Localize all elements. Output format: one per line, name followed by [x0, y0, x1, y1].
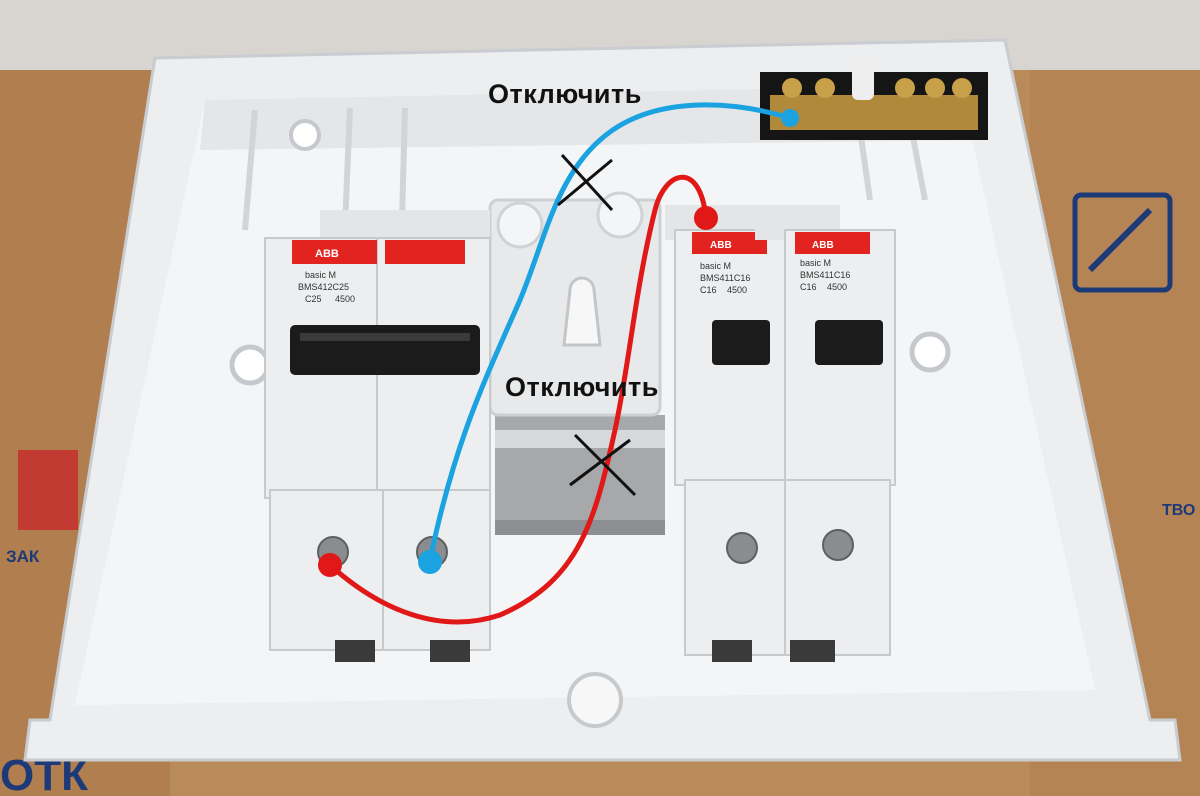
blue-wire-end-top [781, 109, 799, 127]
knockout-bottom [567, 672, 623, 728]
blue-wire-end-bottom [418, 550, 442, 574]
knockout-left [496, 201, 544, 249]
breaker-right-1: ABB basic M BMS411C16 C16 4500 [665, 205, 791, 662]
breaker-right-2-brand: ABB [812, 240, 834, 251]
breaker-left-series: basic M [305, 270, 336, 280]
box-print-pictogram [1072, 192, 1173, 293]
mounting-hole-right [909, 331, 951, 373]
breaker-left-model: BMS412C25 [298, 282, 349, 292]
breaker-left-brand: ABB [315, 248, 339, 260]
breaker-right-2-toggle[interactable] [815, 320, 883, 365]
cross-mark-top [557, 153, 614, 212]
cross-mark-middle [569, 433, 637, 497]
breaker-right-2-model: BMS411C16 [800, 270, 850, 280]
breaker-left: ABB basic M BMS412C25 C25 4500 [264, 210, 491, 662]
breaker-right-1-capacity: 4500 [727, 285, 747, 295]
breaker-right-1-model: BMS411C16 [700, 273, 750, 283]
breaker-right-1-brand: ABB [710, 240, 732, 251]
breaker-left-capacity: 4500 [335, 294, 355, 304]
breaker-right-1-toggle[interactable] [712, 320, 770, 365]
box-print-left: ЗАК [6, 547, 40, 566]
breaker-right-2-rating: C16 [800, 282, 817, 292]
din-rail-bottom [495, 520, 665, 535]
breaker-left-rating: C25 [305, 294, 322, 304]
knockout-right [596, 191, 644, 239]
mounting-hole-left [229, 344, 271, 386]
breaker-right-2-capacity: 4500 [827, 282, 847, 292]
breaker-right-1-terminal [726, 532, 758, 564]
mounting-hole-top [289, 119, 321, 151]
red-wire-end-bottom [318, 553, 342, 577]
breaker-right-1-series: basic M [700, 261, 731, 271]
disconnect-label-top: Отключить [488, 79, 642, 109]
neutral-bus-bar [760, 58, 988, 140]
red-wire [327, 174, 709, 625]
red-wire-end-top [694, 206, 718, 230]
keyhole-slot [562, 276, 602, 347]
breaker-right-2-series: basic M [800, 258, 831, 268]
blue-wire [427, 102, 793, 563]
box-print-logo-left [18, 450, 78, 530]
breaker-right-2: ABB basic M BMS411C16 C16 4500 [755, 205, 896, 662]
breaker-left-toggle[interactable] [290, 325, 480, 375]
breaker-right-2-terminal [822, 529, 854, 561]
disconnect-label-middle: Отключить [505, 372, 659, 402]
box-print-right: ТВО [1162, 502, 1195, 519]
breaker-right-1-rating: C16 [700, 285, 717, 295]
